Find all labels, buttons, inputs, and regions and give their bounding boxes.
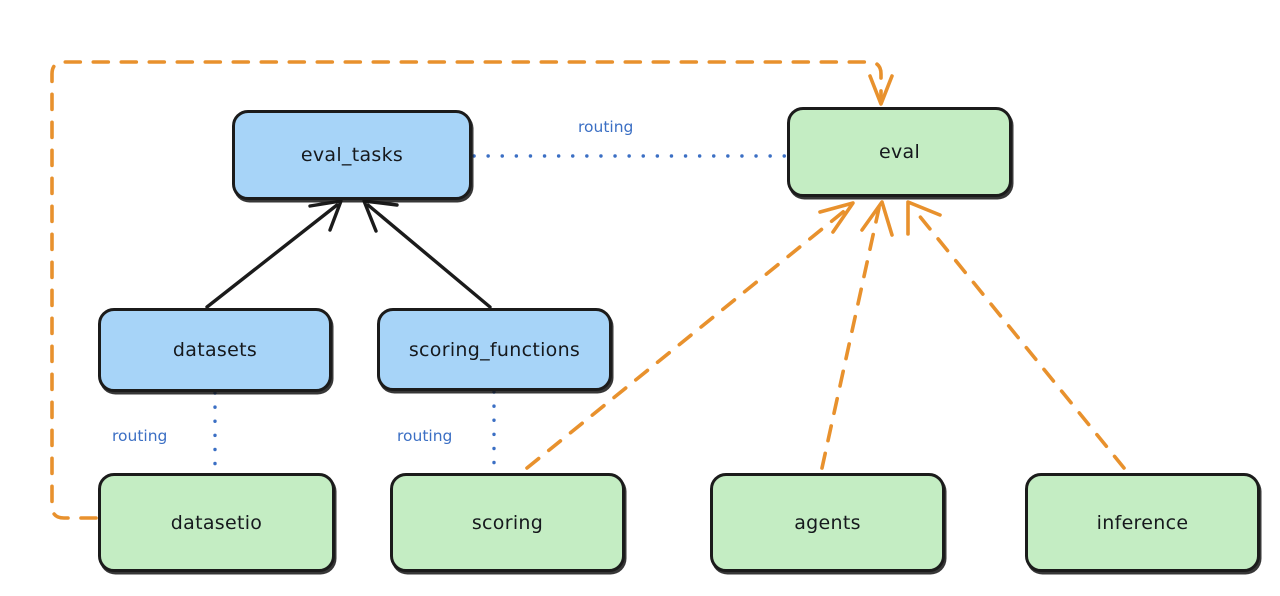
node-agents[interactable]: agents	[710, 473, 945, 572]
edge-scoring-to-eval	[525, 206, 850, 470]
node-datasetio[interactable]: datasetio	[98, 473, 335, 572]
node-label-datasetio: datasetio	[170, 511, 263, 534]
node-eval-tasks[interactable]: eval_tasks	[232, 110, 472, 200]
edge-label-routing-eval-tasks: routing	[578, 118, 634, 136]
edge-inference-to-eval	[911, 206, 1126, 470]
arrowhead-agents-to-eval	[860, 200, 894, 237]
edge-label-routing-scoring-functions: routing	[397, 427, 453, 445]
arrowhead-inference-to-eval	[906, 200, 942, 236]
edge-label-routing-datasets: routing	[112, 427, 168, 445]
node-label-agents: agents	[794, 511, 861, 534]
node-label-scoring: scoring	[471, 511, 544, 534]
node-label-scoring-functions: scoring_functions	[408, 338, 581, 361]
node-label-inference: inference	[1096, 511, 1189, 534]
node-eval[interactable]: eval	[787, 107, 1012, 197]
arrowhead-scoring-to-eval	[818, 201, 855, 234]
node-scoring-functions[interactable]: scoring_functions	[377, 308, 612, 391]
arrowhead-datasets-to-eval-tasks	[308, 199, 343, 232]
edge-scoring-functions-to-eval-tasks	[366, 203, 492, 309]
edge-agents-to-eval	[820, 206, 881, 470]
arrowhead-scoring-functions-to-eval-tasks	[362, 199, 399, 233]
node-label-datasets: datasets	[172, 339, 258, 361]
edge-datasets-to-eval-tasks	[205, 203, 339, 309]
arrowhead-datasetio-to-eval	[868, 74, 894, 106]
node-label-eval-tasks: eval_tasks	[300, 144, 404, 166]
edge-datasetio-to-eval	[50, 60, 883, 520]
node-datasets[interactable]: datasets	[98, 308, 332, 392]
node-label-eval: eval	[878, 141, 921, 163]
node-scoring[interactable]: scoring	[390, 473, 625, 572]
node-inference[interactable]: inference	[1025, 473, 1260, 572]
